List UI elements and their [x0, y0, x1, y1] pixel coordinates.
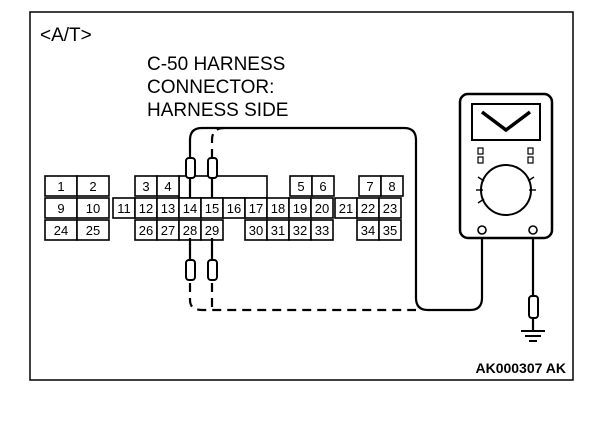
probe-tip-ground [528, 295, 539, 319]
connector-pin-cell [311, 175, 335, 197]
connector-label-line-1: C-50 HARNESS [147, 54, 285, 75]
connector-pin-label: 29 [205, 223, 219, 238]
probe-tip-pin-15 [207, 157, 218, 179]
connector-pin-label: 23 [383, 201, 397, 216]
connector-pin-cell [76, 197, 110, 219]
connector-pin-cell [310, 219, 334, 241]
connector-pin-label: 33 [315, 223, 329, 238]
connector-pin-cell [378, 219, 402, 241]
connector-pin-label: 7 [366, 179, 373, 194]
connector-pin-cell [380, 175, 404, 197]
probe-tip-pin-29 [207, 259, 218, 281]
connector-pin-cell [76, 175, 110, 197]
connector-pin-label: 30 [249, 223, 263, 238]
connector-pin-label: 1 [57, 179, 64, 194]
connector-pin-label: 12 [139, 201, 153, 216]
connector-pin-label: 35 [383, 223, 397, 238]
connector-pin-label: 34 [361, 223, 375, 238]
connector-label-line-3: HARNESS SIDE [147, 100, 288, 121]
connector-pin-label: 17 [249, 201, 263, 216]
probe-tip-pin-14 [185, 157, 196, 179]
ground-icon [521, 330, 545, 342]
connector-pin-label: 16 [227, 201, 241, 216]
connector-pin-label: 5 [297, 179, 304, 194]
connector-pin-label: 22 [361, 201, 375, 216]
multimeter-icon [458, 92, 554, 240]
dashed-probe-wire [210, 126, 225, 158]
transmission-tag: <A/T> [40, 25, 92, 46]
connector-pin-label: 15 [205, 201, 219, 216]
connector-pin-label: 14 [183, 201, 197, 216]
probe-wires [188, 126, 535, 312]
connector-pin-label: 2 [89, 179, 96, 194]
connector-pin-label: 32 [293, 223, 307, 238]
connector-pin-cell [310, 197, 334, 219]
probe-tips [185, 157, 539, 330]
connector-pin-label: 18 [271, 201, 285, 216]
connector-pin-label: 3 [142, 179, 149, 194]
connector-pin-label: 8 [388, 179, 395, 194]
connector-pin-label: 10 [86, 201, 100, 216]
connector-pin-label: 11 [117, 201, 131, 216]
dashed-bottom-wire-28 [188, 283, 416, 312]
connector-pin-label: 19 [293, 201, 307, 216]
connector-pin-cell [76, 219, 110, 241]
connector-pin-label: 21 [339, 201, 353, 216]
connector-pin-label: 26 [139, 223, 153, 238]
connector-pin-label: 31 [271, 223, 285, 238]
connector-pin-label: 9 [57, 201, 64, 216]
connector-pin-label: 24 [54, 223, 68, 238]
connector-hood [178, 175, 268, 199]
connector-pin-label: 27 [161, 223, 175, 238]
connector-pin-cell [378, 197, 402, 219]
probe-tip-pin-28 [185, 259, 196, 281]
solid-probe-wire [188, 126, 484, 312]
connector-label-line-2: CONNECTOR: [147, 77, 274, 98]
connector-pin-label: 4 [164, 179, 171, 194]
figure-reference-code: AK000307 AK [475, 360, 566, 376]
connector-pin-label: 6 [319, 179, 326, 194]
connector-pin-label: 20 [315, 201, 329, 216]
connector-pin-cell [156, 175, 180, 197]
connector-pin-label: 28 [183, 223, 197, 238]
connector-pin-label: 13 [161, 201, 175, 216]
connector-pin-label: 25 [86, 223, 100, 238]
